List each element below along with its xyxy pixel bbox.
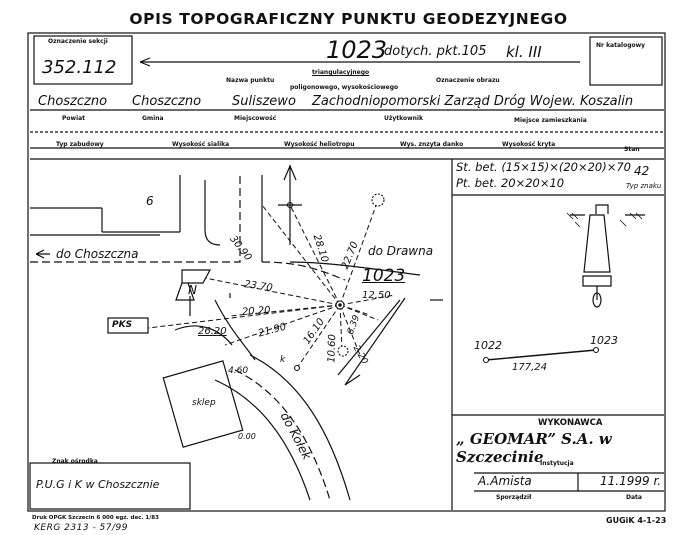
pks-sign	[107, 317, 149, 334]
point-name-label: Nazwa punktu	[226, 77, 275, 84]
road-left-label: do Choszczna	[56, 247, 139, 261]
point-1023-small	[592, 346, 600, 354]
letter-k: k	[280, 355, 286, 365]
link-p2: 1023	[590, 334, 618, 347]
author-label: Sporządził	[496, 494, 532, 501]
point-note: dotych. pkt.105	[384, 44, 487, 59]
sketch-point-label: 1023	[362, 266, 406, 286]
office-stamp: P.U.G i K w Choszcznie	[36, 478, 160, 491]
link-p1: 1022	[474, 339, 502, 352]
powiat-value: Choszczno	[38, 94, 108, 109]
typ-zabudowy-label: Typ zabudowy	[56, 141, 104, 148]
wysokosc-sialika-label: Wysokość sialika	[172, 141, 230, 148]
distance-label: 10.60	[326, 333, 339, 364]
author-name: A.Amista	[478, 474, 532, 488]
office-label: Znak ośrodka	[52, 458, 98, 465]
section-label: Oznaczenie sekcji	[48, 38, 108, 45]
road-right-label: do Drawna	[368, 244, 434, 258]
point-type-1: triangulacyjnego	[312, 69, 370, 76]
point-class: kl. III	[506, 43, 542, 61]
powiat-label: Powiat	[62, 115, 86, 122]
letter-n: N	[188, 283, 197, 297]
distance-label: 12.50	[362, 290, 391, 301]
znak-box	[29, 462, 191, 510]
sklep-building	[162, 360, 244, 448]
stan-label: Stan	[624, 146, 640, 153]
form-code: GUGiK 4-1-23	[606, 516, 667, 525]
point-type-2: poligonowego, wysokościowego	[290, 84, 399, 91]
distance-label: 4.60	[228, 366, 249, 376]
contractor-name: „ GEOMAR” S.A. w Szczecinie	[456, 430, 612, 466]
distance-label: 26.20	[198, 326, 227, 337]
plot-number: 6	[146, 194, 154, 208]
uzytkownik-value: Zachodniopomorski Zarząd Dróg Wojew. Kos…	[312, 94, 634, 109]
miejscowosc-value: Suliszewo	[232, 94, 296, 109]
form-frame	[27, 32, 666, 512]
institution-label: Instytucja	[540, 460, 574, 467]
link-distance: 177,24	[512, 362, 547, 373]
sklep-label: sklep	[192, 398, 216, 408]
catalog-label: Nr katalogowy	[596, 42, 646, 49]
document-title: OPIS TOPOGRAFICZNY PUNKTU GEODEZYJNEGO	[129, 10, 568, 28]
stab-line-1: St. bet. (15×15)×(20×20)×70	[456, 160, 631, 174]
contractor-label: WYKONAWCA	[538, 418, 603, 428]
date-label: Data	[626, 494, 642, 501]
gmina-label: Gmina	[142, 115, 164, 122]
corner-label: 0.00	[238, 432, 256, 441]
point-1022	[482, 356, 490, 364]
kerg-number: KERG 2313 - 57/99	[34, 523, 128, 533]
wysokosc-hel-label: Wysokość heliotropu	[284, 141, 355, 148]
document-date: 11.1999 r.	[600, 474, 662, 488]
point-number: 1023	[326, 36, 388, 64]
gmina-value: Choszczno	[132, 94, 202, 109]
print-info: Druk OPGK Szczecin 6 000 egz. dec. 1/83	[32, 515, 159, 521]
tree-symbol	[371, 193, 385, 207]
sign-type-label: Typ znaku	[626, 182, 662, 190]
distance-label: 20.20	[241, 305, 271, 318]
miejscowosc-label: Miejscowość	[234, 115, 277, 122]
wys-osi-label: Wys. znzyta danko	[400, 141, 464, 148]
wysokosc-kryta-label: Wysokość kryta	[502, 141, 556, 148]
pks-label: PKS	[112, 320, 133, 330]
miejsce-label: Miejsce zamieszkania	[514, 117, 587, 124]
section-value: 352.112	[42, 57, 117, 78]
catalog-box	[589, 36, 663, 86]
section-box	[33, 35, 133, 85]
stab-num: 42	[634, 164, 650, 178]
image-label: Oznaczenie obrazu	[436, 77, 500, 84]
uzytkownik-label: Użytkownik	[384, 115, 423, 122]
stab-line-2: Pt. bet. 20×20×10	[456, 176, 565, 190]
